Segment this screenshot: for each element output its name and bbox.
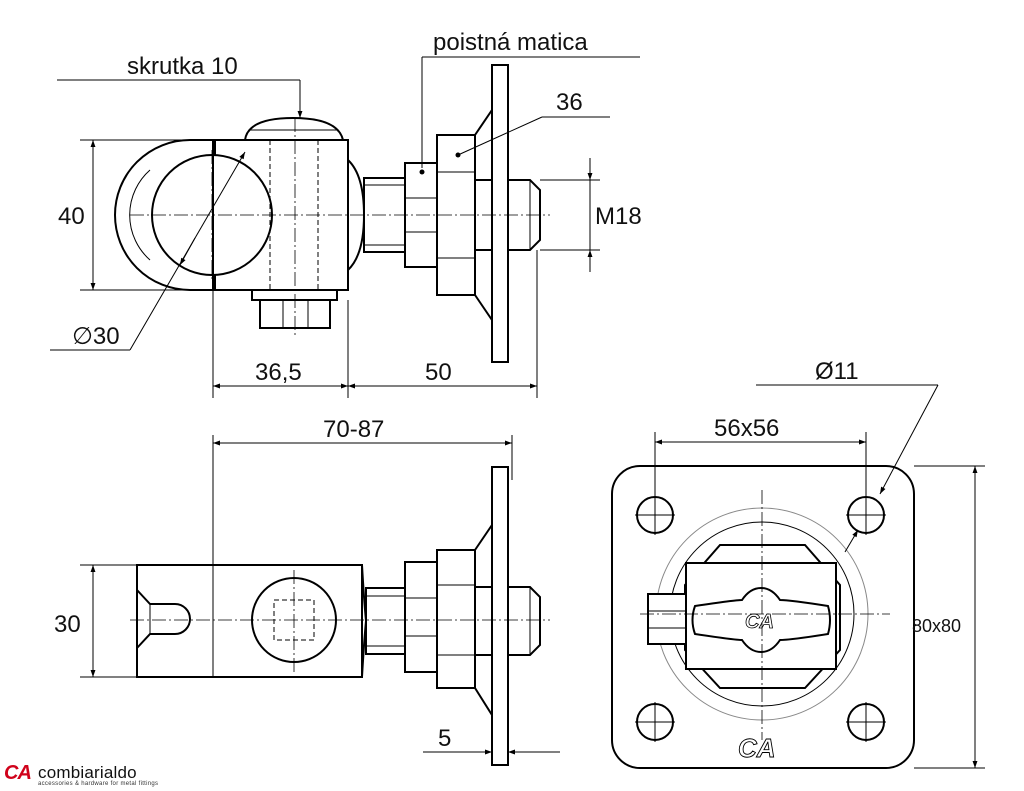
brand-tagline: accessories & hardware for metal fitting… xyxy=(38,781,159,787)
base-plate xyxy=(491,64,509,363)
bolt-dome xyxy=(243,116,345,141)
front-view: CA CA 56x56 Ø11 80x80 xyxy=(611,358,985,769)
dim-50: 50 xyxy=(425,359,452,386)
side-shank xyxy=(365,587,409,655)
dim-56x56: 56x56 xyxy=(714,415,779,442)
side-slot xyxy=(136,589,191,649)
dim-30: 30 xyxy=(54,611,81,638)
dim-5: 5 xyxy=(438,725,451,752)
eye-loop-edge xyxy=(129,169,151,261)
side-base-plate xyxy=(491,466,509,766)
front-bolt-head xyxy=(691,586,831,654)
front-side-nut xyxy=(647,593,687,645)
dim-m18: M18 xyxy=(595,203,642,230)
side-main-nut xyxy=(436,549,476,689)
mounting-holes xyxy=(635,495,886,742)
top-view: 40 skrutka 10 ∅30 poistná matica 36 M18 xyxy=(50,29,642,398)
dim-phi11: Ø11 xyxy=(815,358,859,385)
head-marking: CA xyxy=(745,611,774,633)
dim-80x80: 80x80 xyxy=(912,616,961,636)
side-view: 70-87 30 xyxy=(54,416,560,766)
label-skrutka: skrutka 10 xyxy=(127,53,238,80)
dim-70-87: 70-87 xyxy=(323,416,384,443)
dim-40: 40 xyxy=(58,203,85,230)
side-body xyxy=(136,564,363,678)
dim-36: 36 xyxy=(556,89,583,116)
side-lock-nut xyxy=(404,561,439,673)
plate-outline xyxy=(611,465,915,769)
brand-logo: CA combiarialdo accessories & hardware f… xyxy=(4,762,204,790)
label-poistna-matica: poistná matica xyxy=(433,29,588,56)
bottom-nut-washer xyxy=(251,289,338,301)
plate-marking: CA xyxy=(738,733,776,763)
dim-36-5: 36,5 xyxy=(255,359,302,386)
brand-mark: CA xyxy=(4,762,32,784)
brand-name: combiarialdo xyxy=(38,763,137,782)
dim-phi30: ∅30 xyxy=(72,323,120,350)
